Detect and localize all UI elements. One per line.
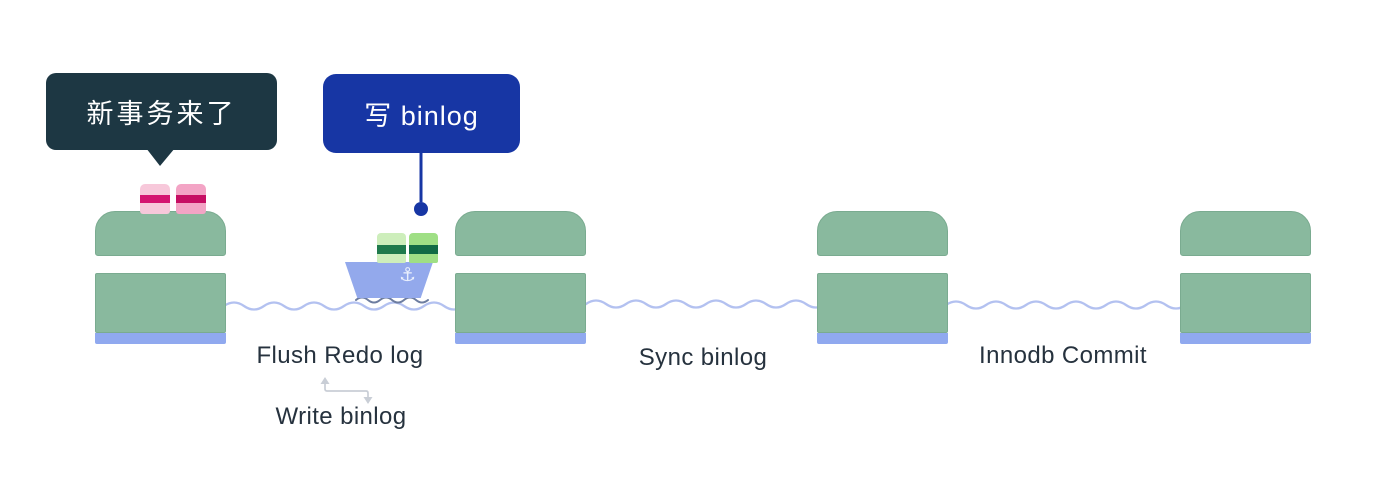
pier-3 bbox=[817, 211, 948, 344]
new-transaction-callout-text: 新事务来了 bbox=[86, 99, 237, 129]
cargo-stripe bbox=[377, 245, 406, 254]
anchor-icon: ⚓ bbox=[399, 265, 417, 286]
new-transaction-callout: 新事务来了 bbox=[46, 73, 277, 150]
pier-base bbox=[95, 333, 226, 344]
swap-arrow-icon bbox=[324, 382, 369, 399]
write-binlog-callout: 写 binlog bbox=[323, 74, 520, 153]
swap-arrow-up-head bbox=[320, 377, 330, 384]
cargo-block bbox=[409, 233, 438, 263]
transaction-parcel bbox=[176, 184, 206, 214]
transaction-parcel bbox=[140, 184, 170, 214]
cargo-stripe bbox=[409, 245, 438, 254]
water-wave bbox=[222, 301, 466, 311]
pier-base bbox=[455, 333, 586, 344]
write-binlog-callout-text: 写 binlog bbox=[364, 101, 479, 131]
boat-hull: ⚓ bbox=[345, 262, 433, 298]
pier-base bbox=[817, 333, 948, 344]
pier-cap bbox=[1180, 211, 1311, 256]
pier-4 bbox=[1180, 211, 1311, 344]
stage-label-innodb-commit: Innodb Commit bbox=[979, 342, 1147, 369]
water-wave bbox=[584, 299, 828, 309]
water-wave bbox=[944, 300, 1188, 310]
callout-leader-dot bbox=[414, 202, 428, 216]
pier-cap bbox=[455, 211, 586, 256]
pier-body bbox=[1180, 273, 1311, 333]
parcel-stripe bbox=[140, 195, 170, 203]
stage-label-sync-binlog: Sync binlog bbox=[638, 344, 768, 371]
pier-body bbox=[95, 273, 226, 333]
pier-cap bbox=[817, 211, 948, 256]
stage-label-flush-redo-log: Flush Redo log bbox=[256, 342, 424, 369]
cargo-block bbox=[377, 233, 406, 263]
boat-wake bbox=[355, 296, 429, 304]
pier-base bbox=[1180, 333, 1311, 344]
pier-body bbox=[455, 273, 586, 333]
callout-tail bbox=[146, 148, 175, 166]
pier-2 bbox=[455, 211, 586, 344]
stage-label-write-binlog: Write binlog bbox=[275, 403, 407, 430]
pier-1 bbox=[95, 211, 226, 344]
pier-cap bbox=[95, 211, 226, 256]
parcel-stripe bbox=[176, 195, 206, 203]
pier-body bbox=[817, 273, 948, 333]
swap-arrow-down-head bbox=[363, 397, 373, 404]
